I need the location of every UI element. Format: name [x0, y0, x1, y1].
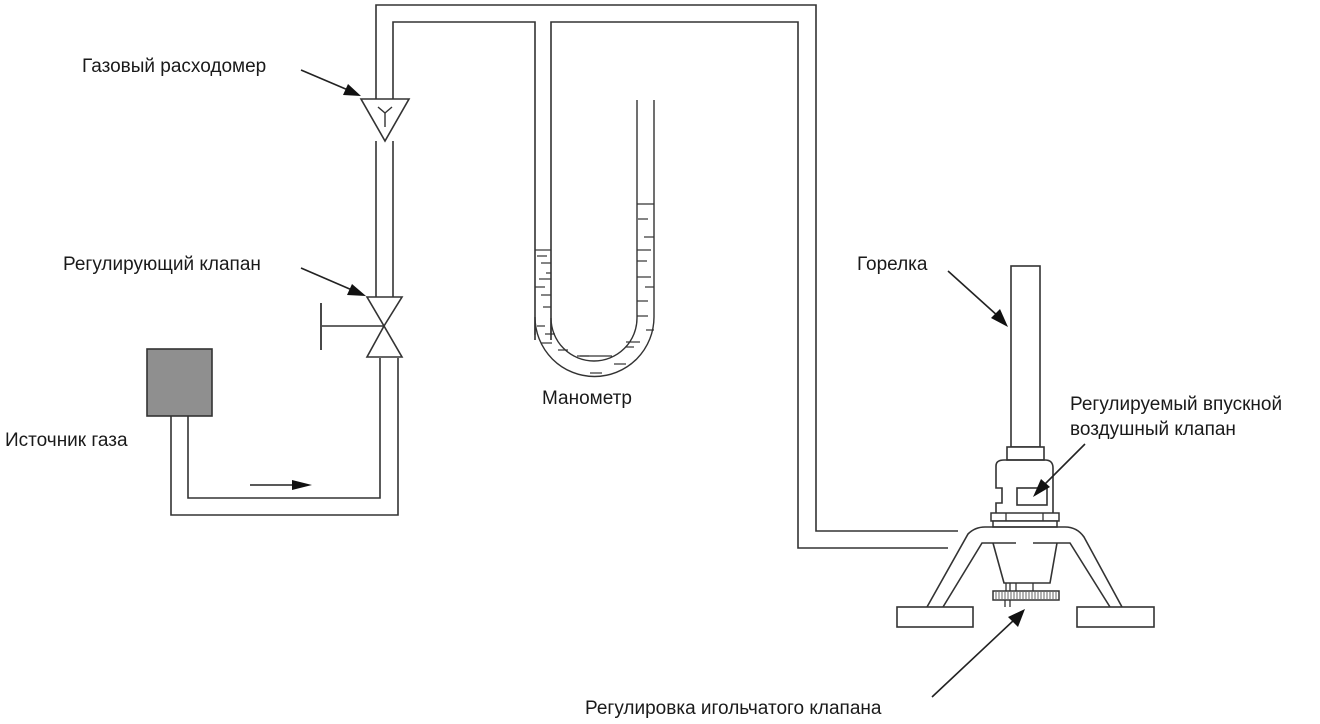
- burner-icon: [896, 265, 1155, 628]
- gas-source: [146, 348, 213, 417]
- leader-air-valve: [1033, 443, 1086, 497]
- control-valve-icon: [320, 296, 404, 358]
- label-flowmeter: Газовый расходомер: [82, 56, 266, 77]
- pipe-inner-wall: [187, 358, 381, 499]
- pipe-top-inner-left: [392, 21, 536, 340]
- pipe-top-outer: [375, 4, 958, 532]
- label-air-valve-line2: воздушный клапан: [1070, 419, 1236, 440]
- burner-foot-left: [896, 606, 974, 628]
- leader-needle-valve: [931, 609, 1025, 698]
- label-burner: Горелка: [857, 254, 928, 275]
- pipe-outer-wall: [170, 358, 399, 516]
- flow-direction-arrow-icon: [250, 480, 312, 490]
- gas-pipe: [170, 4, 958, 549]
- needle-valve-knob-icon: [992, 590, 1060, 601]
- pipe-top-inner-right: [550, 21, 948, 549]
- label-control-valve: Регулирующий клапан: [63, 254, 261, 275]
- manometer-icon: [534, 100, 655, 378]
- label-manometer: Манометр: [542, 388, 632, 409]
- label-gas-source: Источник газа: [5, 430, 128, 451]
- label-air-valve-line1: Регулируемый впускной: [1070, 394, 1282, 415]
- manometer-outer-wall: [534, 100, 655, 378]
- manometer-liquid: [535, 218, 654, 374]
- leader-flowmeter: [300, 69, 361, 96]
- leader-control-valve: [300, 267, 366, 296]
- manometer-inner-wall: [550, 100, 638, 362]
- label-needle-valve: Регулировка игольчатого клапана: [585, 698, 882, 719]
- gas-source-box-icon: [146, 348, 213, 417]
- leader-burner: [947, 270, 1008, 327]
- flowmeter-icon: [359, 98, 411, 143]
- burner-foot-right: [1076, 606, 1155, 628]
